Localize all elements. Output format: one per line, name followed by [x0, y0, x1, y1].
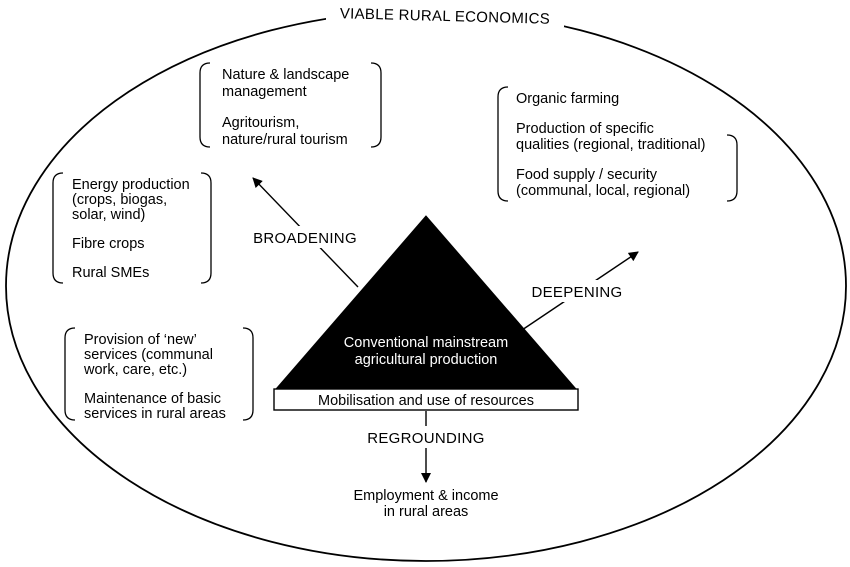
text-line: services (communal	[84, 347, 213, 363]
text-line: Nature & landscape	[222, 67, 349, 83]
deepening-label-background	[524, 280, 630, 302]
text-line: Agritourism,	[222, 115, 299, 131]
diagram-title: VIABLE RURAL ECONOMICS	[340, 5, 551, 27]
energy-box-bracket-right	[200, 172, 212, 284]
organic-box-bracket-right	[726, 134, 738, 202]
text-line: Provision of ‘new’	[84, 332, 197, 348]
text-line: (crops, biogas,	[72, 192, 167, 208]
organic-box-bracket-left	[497, 86, 509, 202]
text-line: qualities (regional, traditional)	[516, 137, 705, 153]
energy-box-bracket-left	[52, 172, 64, 284]
title-background	[326, 3, 564, 27]
nature-box-bracket-right	[370, 62, 382, 148]
text-line: Food supply / security	[516, 167, 658, 183]
text-line: in rural areas	[384, 504, 469, 520]
broadening-label-background	[246, 226, 364, 248]
text-line: solar, wind)	[72, 207, 145, 223]
text-line: Employment & income	[353, 488, 498, 504]
deepening-label: DEEPENING	[531, 284, 622, 301]
text-line: nature/rural tourism	[222, 132, 348, 148]
text-line: Energy production	[72, 177, 190, 193]
regrounding-label: REGROUNDING	[367, 430, 484, 447]
energy-box-text: Energy production(crops, biogas,solar, w…	[72, 177, 190, 281]
text-line: work, care, etc.)	[83, 362, 187, 378]
text-line: agricultural production	[355, 352, 498, 368]
text-line: Conventional mainstream	[344, 335, 508, 351]
text-line: Maintenance of basic	[84, 391, 221, 407]
text-line: (communal, local, regional)	[516, 183, 690, 199]
broadening-label: BROADENING	[253, 230, 357, 247]
resources-base-label: Mobilisation and use of resources	[318, 393, 534, 409]
regrounding-label-background	[358, 426, 494, 448]
nature-box-bracket-left	[199, 62, 211, 148]
text-line: Organic farming	[516, 91, 619, 107]
text-line: Rural SMEs	[72, 265, 149, 281]
services-box-bracket-right	[242, 327, 254, 421]
text-line: management	[222, 84, 307, 100]
services-box-bracket-left	[64, 327, 76, 421]
resources-base-bar	[273, 388, 579, 411]
text-line: Fibre crops	[72, 236, 145, 252]
text-line: services in rural areas	[84, 406, 226, 422]
text-line: Production of specific	[516, 121, 654, 137]
